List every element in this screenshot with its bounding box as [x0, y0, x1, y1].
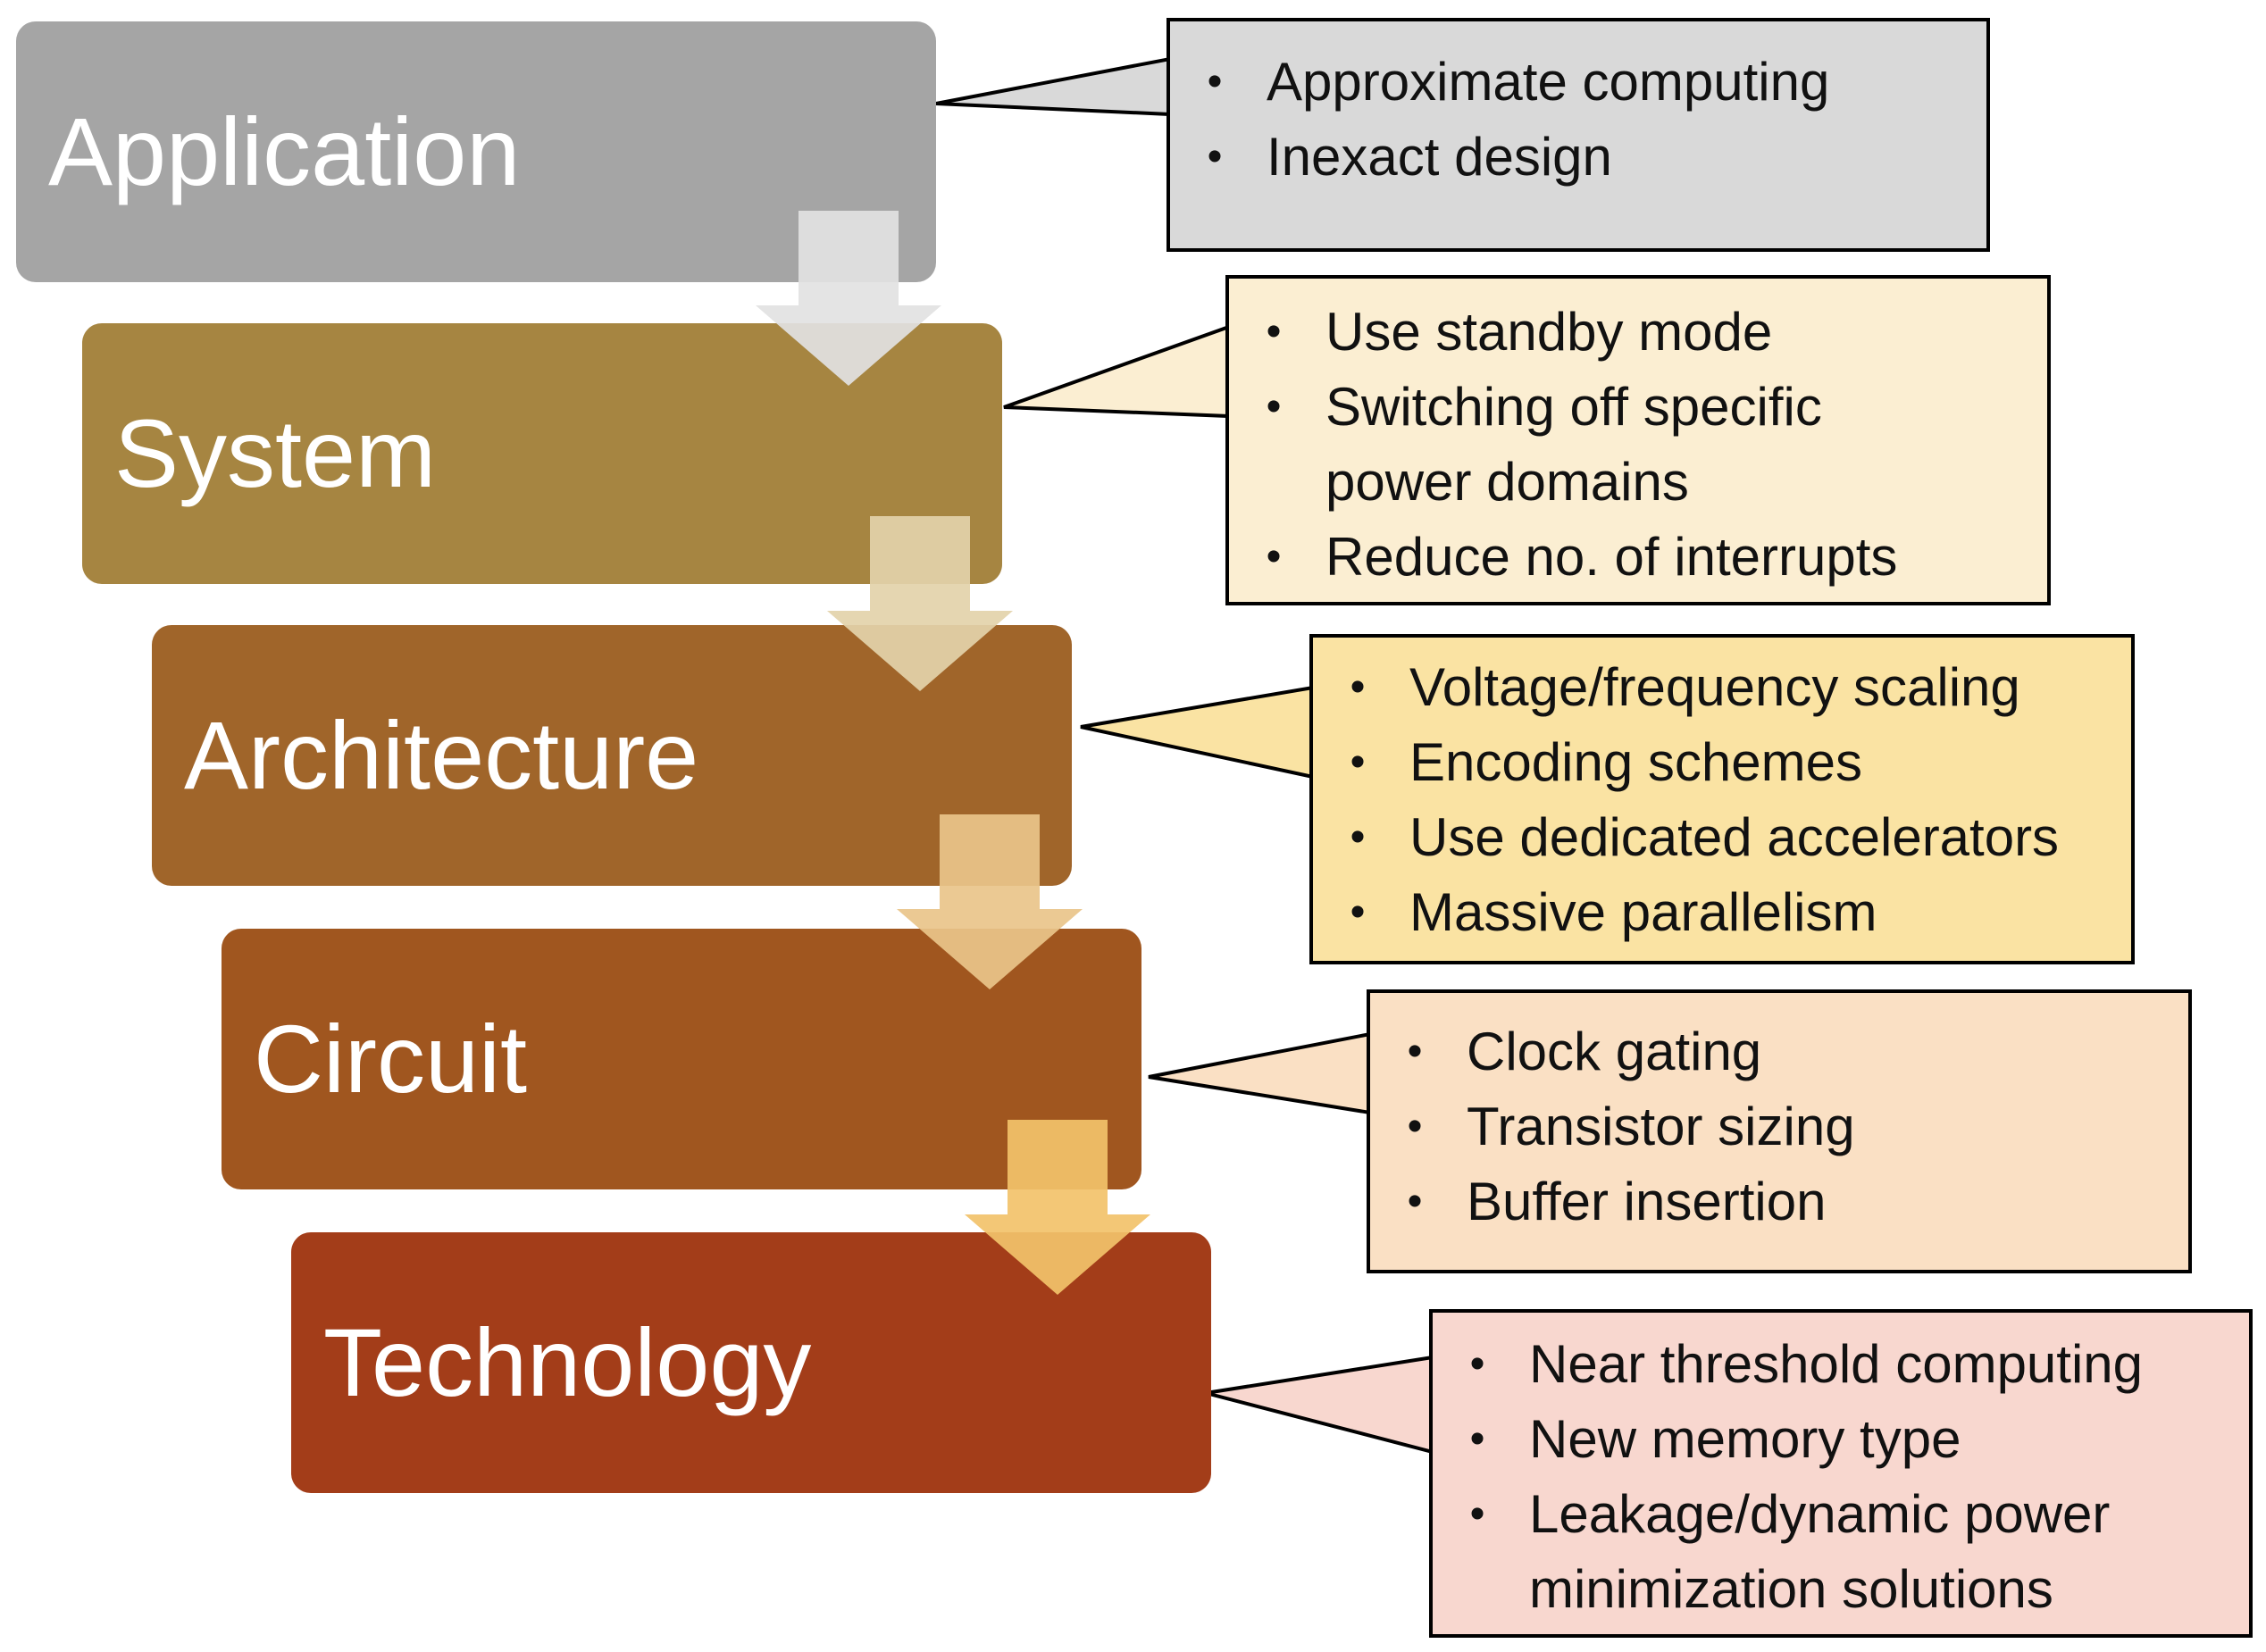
bullet-dot-icon: • — [1407, 1178, 1423, 1225]
level-label-circuit: Circuit — [254, 1005, 528, 1113]
callout-pointer-3 — [1148, 1031, 1372, 1115]
callout-technology: •Near threshold computing •New memory ty… — [1429, 1309, 2253, 1638]
bullet-list: •Voltage/frequency scaling •Encoding sch… — [1340, 650, 2113, 950]
callout-system: •Use standby mode •Switching off specifi… — [1225, 275, 2051, 605]
bullet-item: •Use standby mode — [1256, 295, 2029, 370]
bullet-dot-icon: • — [1207, 133, 1223, 180]
bullet-dot-icon: • — [1266, 308, 1282, 355]
callout-pointer-0 — [935, 56, 1172, 117]
callout-application: •Approximate computing •Inexact design — [1166, 18, 1990, 252]
bullet-item: •Approximate computing — [1197, 45, 1969, 120]
bullet-item: •Transistor sizing — [1397, 1089, 2170, 1164]
bullet-item: •Voltage/frequency scaling — [1340, 650, 2113, 725]
bullet-dot-icon: • — [1469, 1490, 1485, 1538]
level-technology: Technology — [291, 1232, 1211, 1493]
bullet-list: •Clock gating •Transistor sizing •Buffer… — [1397, 1014, 2170, 1239]
bullet-item: •Switching off specific power domains — [1256, 370, 2029, 520]
bullet-item: •Reduce no. of interrupts — [1256, 520, 2029, 595]
bullet-item: •New memory type — [1459, 1402, 2231, 1477]
bullet-item: •Leakage/dynamic power minimization solu… — [1459, 1477, 2231, 1627]
callout-pointer-1 — [1003, 324, 1231, 419]
bullet-dot-icon: • — [1407, 1103, 1423, 1150]
bullet-item: •Buffer insertion — [1397, 1164, 2170, 1239]
level-system: System — [82, 323, 1002, 584]
bullet-item: •Inexact design — [1197, 120, 1969, 195]
bullet-item: •Encoding schemes — [1340, 725, 2113, 800]
level-label-technology: Technology — [323, 1308, 812, 1416]
callout-circuit: •Clock gating •Transistor sizing •Buffer… — [1367, 989, 2192, 1273]
level-application: Application — [16, 21, 936, 282]
bullet-dot-icon: • — [1469, 1340, 1485, 1388]
level-label-architecture: Architecture — [184, 701, 699, 809]
bullet-dot-icon: • — [1266, 533, 1282, 580]
bullet-item: •Near threshold computing — [1459, 1327, 2231, 1402]
bullet-item: •Massive parallelism — [1340, 875, 2113, 950]
bullet-list: •Use standby mode •Switching off specifi… — [1256, 295, 2029, 595]
level-architecture: Architecture — [152, 625, 1072, 886]
bullet-dot-icon: • — [1469, 1415, 1485, 1463]
bullet-dot-icon: • — [1350, 813, 1366, 861]
bullet-dot-icon: • — [1407, 1028, 1423, 1075]
callout-pointer-4 — [1205, 1355, 1434, 1455]
bullet-dot-icon: • — [1350, 738, 1366, 786]
bullet-dot-icon: • — [1266, 383, 1282, 430]
level-label-application: Application — [48, 97, 521, 205]
bullet-list: •Near threshold computing •New memory ty… — [1459, 1327, 2231, 1627]
bullet-item: •Use dedicated accelerators — [1340, 800, 2113, 875]
bullet-item: •Clock gating — [1397, 1014, 2170, 1089]
level-circuit: Circuit — [222, 929, 1141, 1189]
callout-architecture: •Voltage/frequency scaling •Encoding sch… — [1309, 634, 2135, 964]
callout-pointer-2 — [1080, 685, 1315, 780]
bullet-dot-icon: • — [1207, 58, 1223, 105]
bullet-dot-icon: • — [1350, 663, 1366, 711]
bullet-dot-icon: • — [1350, 889, 1366, 936]
bullet-list: •Approximate computing •Inexact design — [1197, 45, 1969, 195]
level-label-system: System — [114, 399, 437, 507]
